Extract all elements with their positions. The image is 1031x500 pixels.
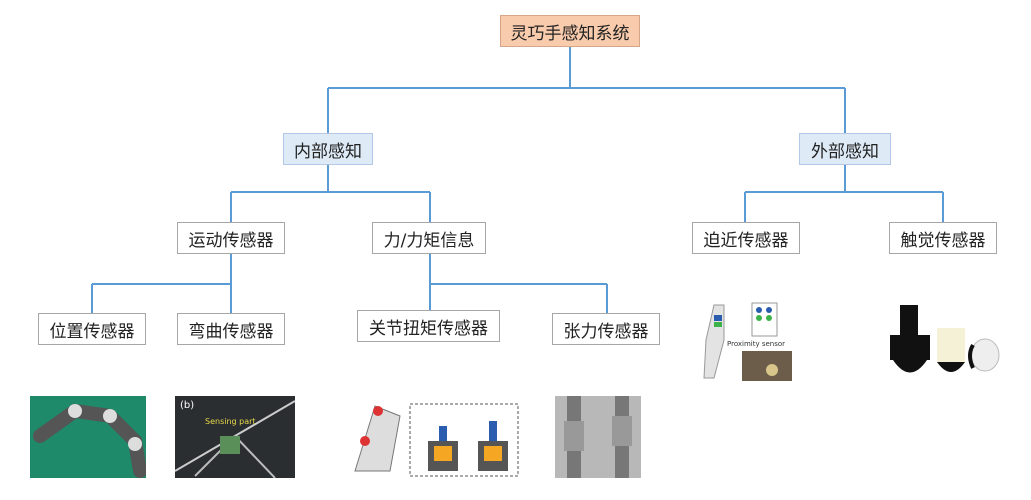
node-root: 灵巧手感知系统 <box>500 15 640 47</box>
node-tension-sensor: 张力传感器 <box>552 313 660 345</box>
node-external-perception: 外部感知 <box>799 133 891 165</box>
proximity-sensor-photo: Proximity sensor <box>703 302 792 381</box>
connector-external <box>744 165 944 222</box>
tactile-sensor-photo <box>890 305 1000 373</box>
tension-sensor-photo <box>555 396 641 478</box>
node-internal-perception: 内部感知 <box>283 133 373 165</box>
proximity-sensor-label: Proximity sensor <box>727 340 785 348</box>
node-tactile-sensor: 触觉传感器 <box>889 222 997 254</box>
connector-force <box>429 254 608 313</box>
node-joint-torque-sensor: 关节扭矩传感器 <box>357 310 500 342</box>
node-bending-sensor: 弯曲传感器 <box>177 313 285 345</box>
node-motion-sensor: 运动传感器 <box>177 222 285 254</box>
bending-sensor-photo: (b) Sensing part <box>175 396 295 478</box>
joint-torque-sensor-figure <box>354 403 519 477</box>
node-proximity-sensor: 迫近传感器 <box>692 222 800 254</box>
connector-root <box>327 47 846 133</box>
sensing-part-label: Sensing part <box>205 417 256 426</box>
node-position-sensor: 位置传感器 <box>38 313 146 345</box>
panel-label: (b) <box>180 400 194 411</box>
connector-motion <box>91 254 232 313</box>
position-sensor-photo <box>30 396 146 478</box>
node-force-torque-info: 力/力矩信息 <box>372 222 486 254</box>
connector-internal <box>230 165 431 222</box>
